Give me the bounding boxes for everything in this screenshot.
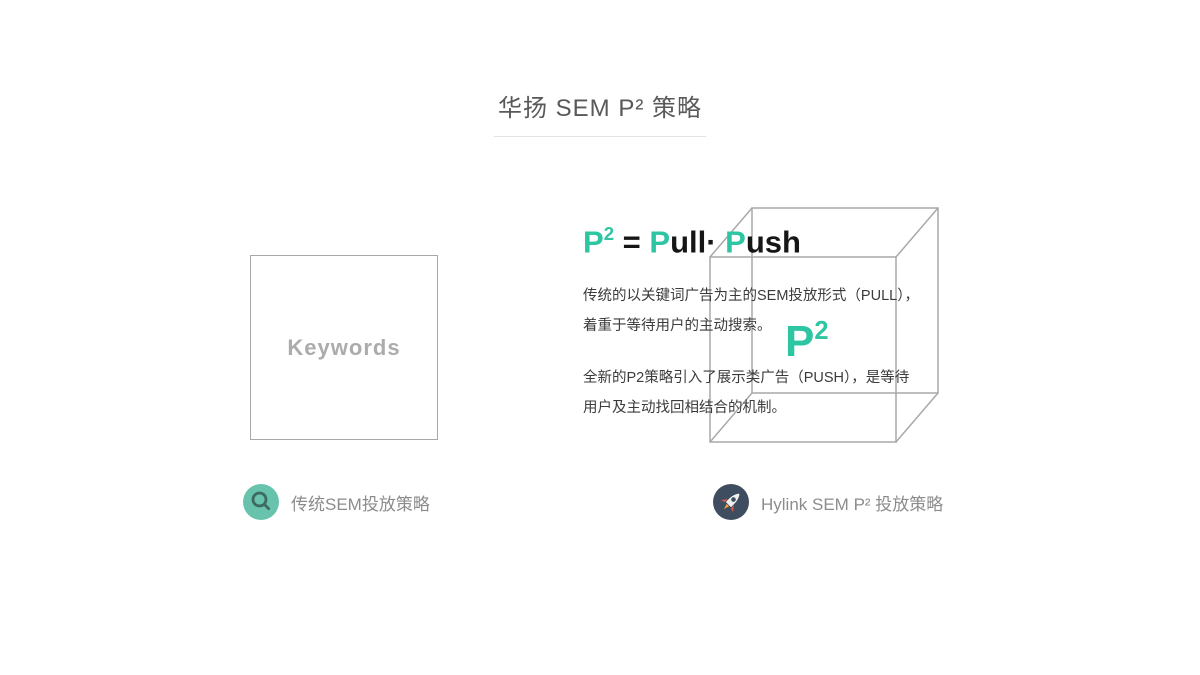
legend-hylink-label: Hylink SEM P² 投放策略 (761, 494, 944, 514)
push-description: 全新的P2策略引入了展示类广告（PUSH），是等待 用户及主动找回相结合的机制。 (583, 363, 909, 423)
rocket-icon (713, 484, 749, 520)
cube-edge-top-right (895, 207, 939, 258)
formula-pull-rest: ull· (670, 224, 726, 260)
pull-description: 传统的以关键词广告为主的SEM投放形式（PULL）， 着重于等待用户的主动搜索。 (583, 281, 919, 341)
cube-p2-label: P2 (785, 317, 829, 367)
formula-push-initial: P (725, 224, 746, 260)
magnifier-icon (243, 484, 279, 520)
formula-p: P (583, 224, 604, 260)
cube-p2-base: P (785, 317, 815, 366)
formula-heading: P2 = Pull· Push (583, 223, 801, 260)
push-description-line-2: 用户及主动找回相结合的机制。 (583, 400, 786, 416)
legend-traditional-label: 传统SEM投放策略 (291, 494, 430, 514)
pull-description-line-1: 传统的以关键词广告为主的SEM投放形式（PULL）， (583, 288, 919, 304)
push-description-line-1: 全新的P2策略引入了展示类广告（PUSH），是等待 (583, 370, 910, 386)
page-title: 华扬 SEM P² 策略 (493, 88, 706, 137)
keywords-box: Keywords (250, 255, 438, 440)
formula-push-rest: ush (745, 224, 801, 260)
keywords-label: Keywords (287, 334, 401, 360)
formula-equals: = (614, 224, 650, 260)
legend-hylink: Hylink SEM P² 投放策略 (713, 484, 943, 520)
title-bar: 华扬 SEM P² 策略 (0, 88, 1200, 137)
formula-exponent: 2 (603, 223, 615, 245)
legend-traditional: 传统SEM投放策略 (243, 484, 430, 520)
cube-p2-exponent: 2 (814, 317, 829, 346)
formula-pull-initial: P (649, 224, 671, 260)
pull-description-line-2: 着重于等待用户的主动搜索。 (583, 318, 772, 334)
